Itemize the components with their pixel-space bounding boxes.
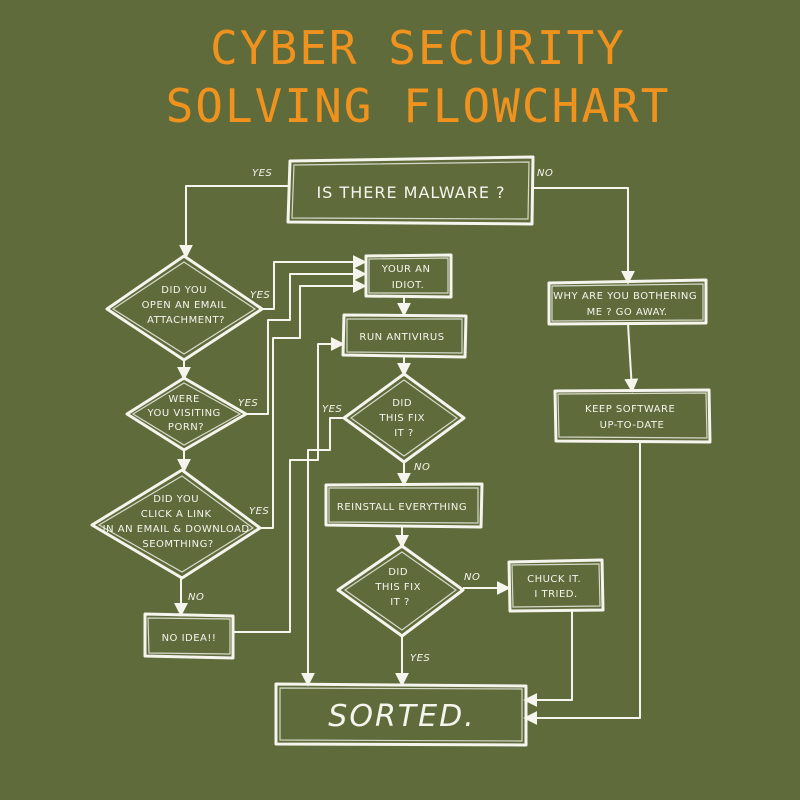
edge-email-yes [262, 255, 367, 310]
label-link-yes: YES [249, 506, 269, 517]
node-go-away: WHY ARE YOU BOTHERING ME ? GO AWAY. [547, 278, 708, 326]
node-malware-text: IS THERE MALWARE ? [316, 183, 505, 202]
label-fix1-yes: YES [322, 404, 342, 415]
node-no-idea-text: NO IDEA!! [162, 633, 217, 644]
node-keep-updated-text: KEEP SOFTWARE UP-TO-DATE [585, 404, 679, 431]
node-malware: IS THERE MALWARE ? [286, 155, 535, 226]
label-porn-yes: YES [238, 398, 258, 409]
node-no-idea: NO IDEA!! [143, 612, 235, 660]
node-click-link-text: DID YOU CLICK A LINK IN AN EMAIL & DOWNL… [103, 494, 254, 550]
node-fix-1-text: DID THIS FIX IT ? [378, 398, 428, 439]
node-sorted: SORTED. [274, 682, 528, 747]
node-keep-updated: KEEP SOFTWARE UP-TO-DATE [553, 388, 712, 444]
node-go-away-text: WHY ARE YOU BOTHERING ME ? GO AWAY. [553, 291, 701, 318]
label-link-no: NO [188, 592, 204, 603]
edge-malware-no [533, 187, 635, 285]
connectors [174, 185, 641, 725]
edge-porn-yes [246, 267, 367, 415]
node-fix-2-text: DID THIS FIX IT ? [374, 567, 424, 608]
label-email-yes: YES [250, 290, 270, 301]
edge-goaway-to-keep [624, 323, 639, 393]
node-run-antivirus: RUN ANTIVIRUS [341, 313, 468, 359]
node-reinstall-text: REINSTALL EVERYTHING [337, 502, 467, 513]
node-visiting-porn-text: WERE YOU VISITING PORN? [147, 394, 225, 433]
title-line-2: SOLVING FLOWCHART [166, 79, 671, 133]
label-malware-yes: YES [252, 168, 272, 179]
title: CYBER SECURITY SOLVING FLOWCHART [166, 21, 671, 133]
edge-fix1-yes [301, 417, 344, 687]
node-click-link: DID YOU CLICK A LINK IN AN EMAIL & DOWNL… [90, 468, 262, 580]
edge-keep-to-sorted [523, 442, 641, 725]
label-fix2-no: NO [464, 572, 480, 583]
edge-link-yes [260, 279, 367, 529]
node-visiting-porn: WERE YOU VISITING PORN? [125, 376, 248, 452]
node-reinstall: REINSTALL EVERYTHING [324, 482, 484, 529]
node-email-attachment-text: DID YOU OPEN AN EMAIL ATTACHMENT? [142, 285, 231, 326]
node-fix-1: DID THIS FIX IT ? [342, 372, 466, 464]
edge-malware-yes [179, 185, 290, 259]
node-fix-2: DID THIS FIX IT ? [336, 544, 465, 638]
label-malware-no: NO [537, 168, 553, 179]
node-email-attachment: DID YOU OPEN AN EMAIL ATTACHMENT? [105, 254, 264, 362]
node-chuck-it-text: CHUCK IT. I TRIED. [527, 574, 585, 600]
node-sorted-text: SORTED. [328, 699, 475, 734]
edge-noidea-to-antivirus [233, 337, 345, 633]
node-chuck-it: CHUCK IT. I TRIED. [507, 558, 605, 613]
node-run-antivirus-text: RUN ANTIVIRUS [359, 332, 444, 343]
node-idiot-text: YOUR AN IDIOT. [381, 264, 434, 291]
node-idiot: YOUR AN IDIOT. [364, 253, 453, 299]
label-fix2-yes: YES [410, 653, 430, 664]
label-fix1-no: NO [414, 462, 430, 473]
edge-chuck-to-sorted [523, 610, 573, 707]
edge-labels: YES NO YES YES YES NO YES NO NO YES [188, 168, 553, 664]
title-line-1: CYBER SECURITY [210, 21, 626, 75]
